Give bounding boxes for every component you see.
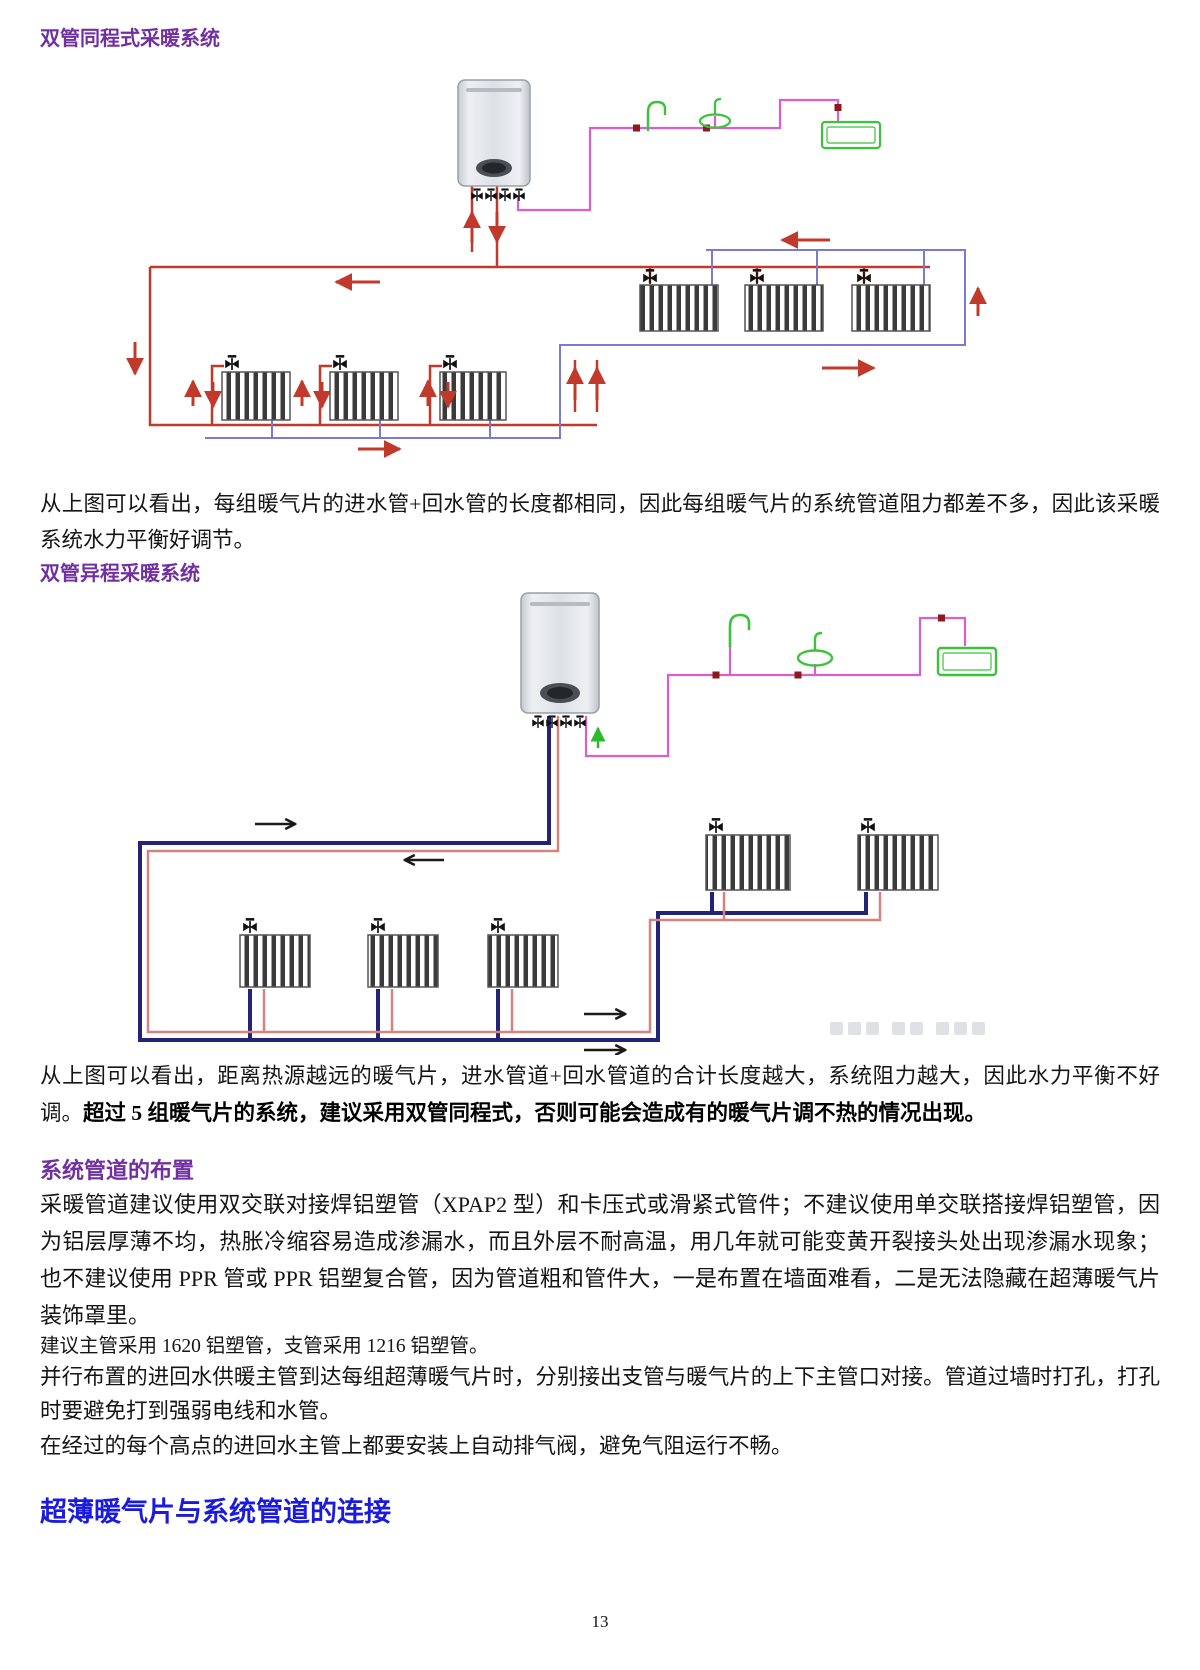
- paragraph-different-program-note: 从上图可以看出，距离热源越远的暖气片，进水管道+回水管道的合计长度越大，系统阻力…: [40, 1058, 1160, 1132]
- return-pipe: [205, 249, 966, 439]
- heading-pipe-layout: 系统管道的布置: [40, 1158, 195, 1183]
- dhw-valve-icon: [712, 614, 945, 679]
- faucet-icon: [646, 100, 667, 131]
- paragraph-text: 从上图可以看出，距离热源越远的暖气片，进水管道+回水管道的合计长度越大，系统阻力…: [40, 1064, 1160, 1125]
- radiator-panel-icons: [221, 284, 931, 421]
- page-number: 13: [591, 1612, 609, 1631]
- flow-direction-arrows: [126, 210, 987, 458]
- paragraph-pipe-size: 建议主管采用 1620 铝塑管，支管采用 1216 铝塑管。: [40, 1336, 489, 1357]
- main-return-pipe: [138, 716, 868, 1042]
- heading-same-program-system: 双管同程式采暖系统: [40, 28, 220, 50]
- diagram-same-program-system: [126, 79, 987, 458]
- watermark-smudge: [830, 1022, 985, 1035]
- main-supply-pipe: [146, 716, 882, 1034]
- dhw-valve-icon: [633, 104, 842, 132]
- flow-direction-arrows: [255, 824, 624, 1050]
- paragraph-text-bold: 超过 5 组暖气片的系统，建议采用双管同程式，否则可能会造成有的暖气片调不热的情…: [83, 1101, 987, 1125]
- paragraph-air-vent: 在经过的每个高点的进回水主管上都要安装上自动排气阀，避免气阻运行不畅。: [40, 1434, 793, 1458]
- paragraph-branch-connection: 并行布置的进回水供暖主管到达每组超薄暖气片时，分别接出支管与暖气片的上下主管口对…: [40, 1365, 1160, 1423]
- bathtub-icon: [820, 120, 882, 150]
- wash-basin-icon: [796, 631, 834, 667]
- bathtub-icon: [936, 646, 998, 677]
- dhw-pipe: [516, 98, 840, 212]
- heading-different-program-system: 双管异程采暖系统: [40, 563, 200, 585]
- faucet-icon: [728, 613, 751, 647]
- wash-basin-icon: [698, 97, 732, 129]
- radiator-panel-icons: [239, 834, 939, 988]
- heading-radiator-connection: 超薄暖气片与系统管道的连接: [40, 1497, 391, 1527]
- paragraph-same-program-note: 从上图可以看出，每组暖气片的进水管+回水管的长度都相同，因此每组暖气片的系统管道…: [40, 492, 1160, 552]
- diagram-different-program-system: [138, 592, 998, 1055]
- wall-hung-boiler-icon: [520, 592, 600, 714]
- dhw-pipe: [584, 616, 967, 758]
- wall-hung-boiler-icon: [457, 79, 531, 187]
- paragraph-pipe-material: 采暖管道建议使用双交联对接焊铝塑管（XPAP2 型）和卡压式或滑紧式管件；不建议…: [40, 1192, 1160, 1328]
